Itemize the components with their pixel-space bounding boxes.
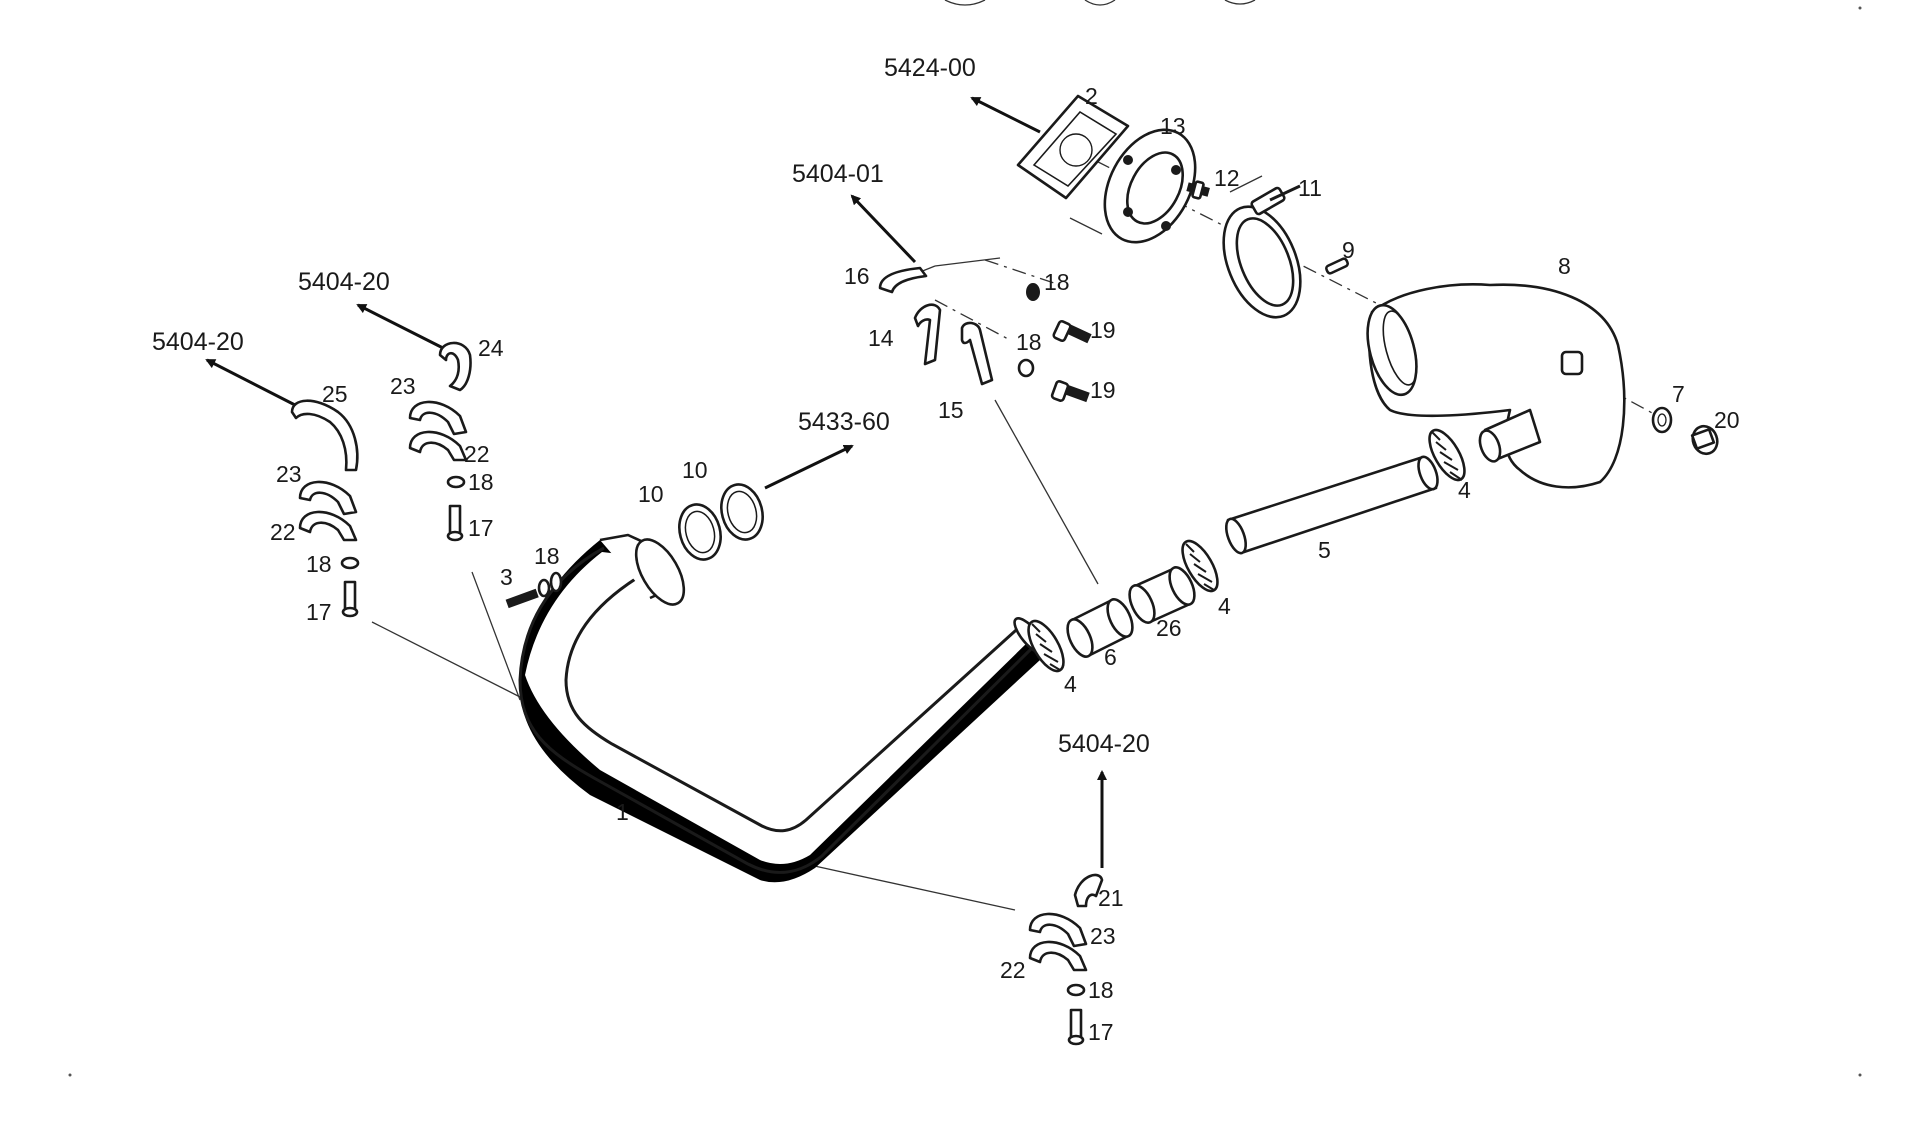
label-part-6: 6 xyxy=(1104,644,1117,670)
reference-arrows xyxy=(205,96,1107,868)
clamp-22-mid xyxy=(408,430,468,462)
washer-7 xyxy=(1651,406,1673,434)
ref-label-5404-01: 5404-01 xyxy=(792,160,884,188)
label-part-4-right: 4 xyxy=(1458,477,1471,503)
bracket-14 xyxy=(913,303,942,366)
clamp-23-left xyxy=(298,480,358,516)
label-part-19-upper: 19 xyxy=(1090,317,1116,343)
label-part-11: 11 xyxy=(1298,175,1322,201)
label-part-1: 1 xyxy=(616,799,629,825)
label-part-9: 9 xyxy=(1342,237,1355,263)
label-part-17-bottom: 17 xyxy=(1088,1019,1114,1045)
label-part-21: 21 xyxy=(1098,885,1124,911)
washer-18-bottom xyxy=(1066,983,1086,997)
label-part-23-bottom: 23 xyxy=(1090,923,1116,949)
bracket-15 xyxy=(960,321,994,386)
label-part-18-bottom: 18 xyxy=(1088,977,1114,1003)
part-labels: 1 2 3 4 4 4 5 6 7 8 9 10 10 11 12 13 14 … xyxy=(270,83,1740,1045)
hose-clamp-left xyxy=(1027,619,1065,673)
ref-label-5433-60: 5433-60 xyxy=(798,408,890,436)
bolt-12 xyxy=(1186,180,1210,200)
v-band-clamp xyxy=(1222,184,1302,319)
label-part-18-flange: 18 xyxy=(534,543,560,569)
label-part-23-left: 23 xyxy=(276,461,302,487)
label-part-13: 13 xyxy=(1160,113,1186,139)
hanger-21 xyxy=(1073,873,1104,908)
label-part-17-left: 17 xyxy=(306,599,332,625)
hose-clamp-mid xyxy=(1181,539,1219,593)
label-part-4-left: 4 xyxy=(1064,671,1077,697)
plug-20 xyxy=(1690,424,1719,456)
nut-18-upper xyxy=(1026,283,1040,301)
sleeve-6 xyxy=(1066,598,1134,658)
straight-pipe xyxy=(1224,455,1439,555)
label-part-10-right: 10 xyxy=(682,457,708,483)
label-part-22-mid: 22 xyxy=(464,441,490,467)
label-part-26: 26 xyxy=(1156,615,1182,641)
label-part-24: 24 xyxy=(478,335,504,361)
bolt-17-left xyxy=(341,580,359,618)
washer-18-mid xyxy=(446,475,466,489)
ref-label-5404-20-left: 5404-20 xyxy=(152,328,244,356)
clamp-22-left xyxy=(298,510,358,542)
label-part-4-mid: 4 xyxy=(1218,593,1231,619)
leader-lines xyxy=(371,175,1263,911)
label-part-19-lower: 19 xyxy=(1090,377,1116,403)
gasket-rings xyxy=(678,483,764,561)
sleeve-26 xyxy=(1128,566,1196,624)
label-part-18-upper: 18 xyxy=(1044,269,1070,295)
label-part-8: 8 xyxy=(1558,253,1571,279)
clamp-23-mid xyxy=(408,400,468,436)
flange-ring xyxy=(1103,128,1197,244)
label-part-16: 16 xyxy=(844,263,870,289)
label-part-2: 2 xyxy=(1085,83,1098,109)
label-part-12: 12 xyxy=(1214,165,1240,191)
bolt-17-bottom xyxy=(1067,1008,1085,1046)
reference-labels: 5424-00 5404-01 5404-20 5404-20 5404-20 … xyxy=(152,54,1150,758)
hanger-24 xyxy=(438,341,472,392)
ref-label-5424-00: 5424-00 xyxy=(884,54,976,82)
label-part-14: 14 xyxy=(868,325,894,351)
bracket-16 xyxy=(878,266,928,294)
bolt-19-upper xyxy=(1052,319,1092,344)
label-part-25: 25 xyxy=(322,381,348,407)
label-part-3: 3 xyxy=(500,564,513,590)
elbow-housing xyxy=(1366,283,1626,489)
bolt-3 xyxy=(505,578,551,609)
label-part-23-mid: 23 xyxy=(390,373,416,399)
clamp-23-bottom xyxy=(1028,912,1088,948)
gasket-plate xyxy=(1016,94,1130,200)
bolt-17-mid xyxy=(446,504,464,542)
hanger-25 xyxy=(290,399,359,472)
clamp-22-bottom xyxy=(1028,940,1088,972)
label-part-22-bottom: 22 xyxy=(1000,957,1026,983)
label-part-5: 5 xyxy=(1318,537,1331,563)
washer-18-left xyxy=(340,556,360,570)
label-part-15: 15 xyxy=(938,397,964,423)
pin-9 xyxy=(1325,257,1349,275)
hose-clamp-right xyxy=(1428,428,1466,482)
nut-18-lower xyxy=(1017,358,1035,378)
washer-near-flange xyxy=(549,571,563,593)
label-part-10-left: 10 xyxy=(638,481,664,507)
label-part-20: 20 xyxy=(1714,407,1740,433)
exhaust-pipe-main xyxy=(518,533,1047,883)
page-remnants xyxy=(68,0,1862,1077)
label-part-18-left: 18 xyxy=(306,551,332,577)
ref-label-5404-20-bottom: 5404-20 xyxy=(1058,730,1150,758)
label-part-18-mid: 18 xyxy=(468,469,494,495)
ref-label-5404-20-upper: 5404-20 xyxy=(298,268,390,296)
label-part-18-lower: 18 xyxy=(1016,329,1042,355)
bolt-19-lower xyxy=(1050,380,1090,403)
label-part-17-mid: 17 xyxy=(468,515,494,541)
label-part-7: 7 xyxy=(1672,381,1685,407)
label-part-22-left: 22 xyxy=(270,519,296,545)
